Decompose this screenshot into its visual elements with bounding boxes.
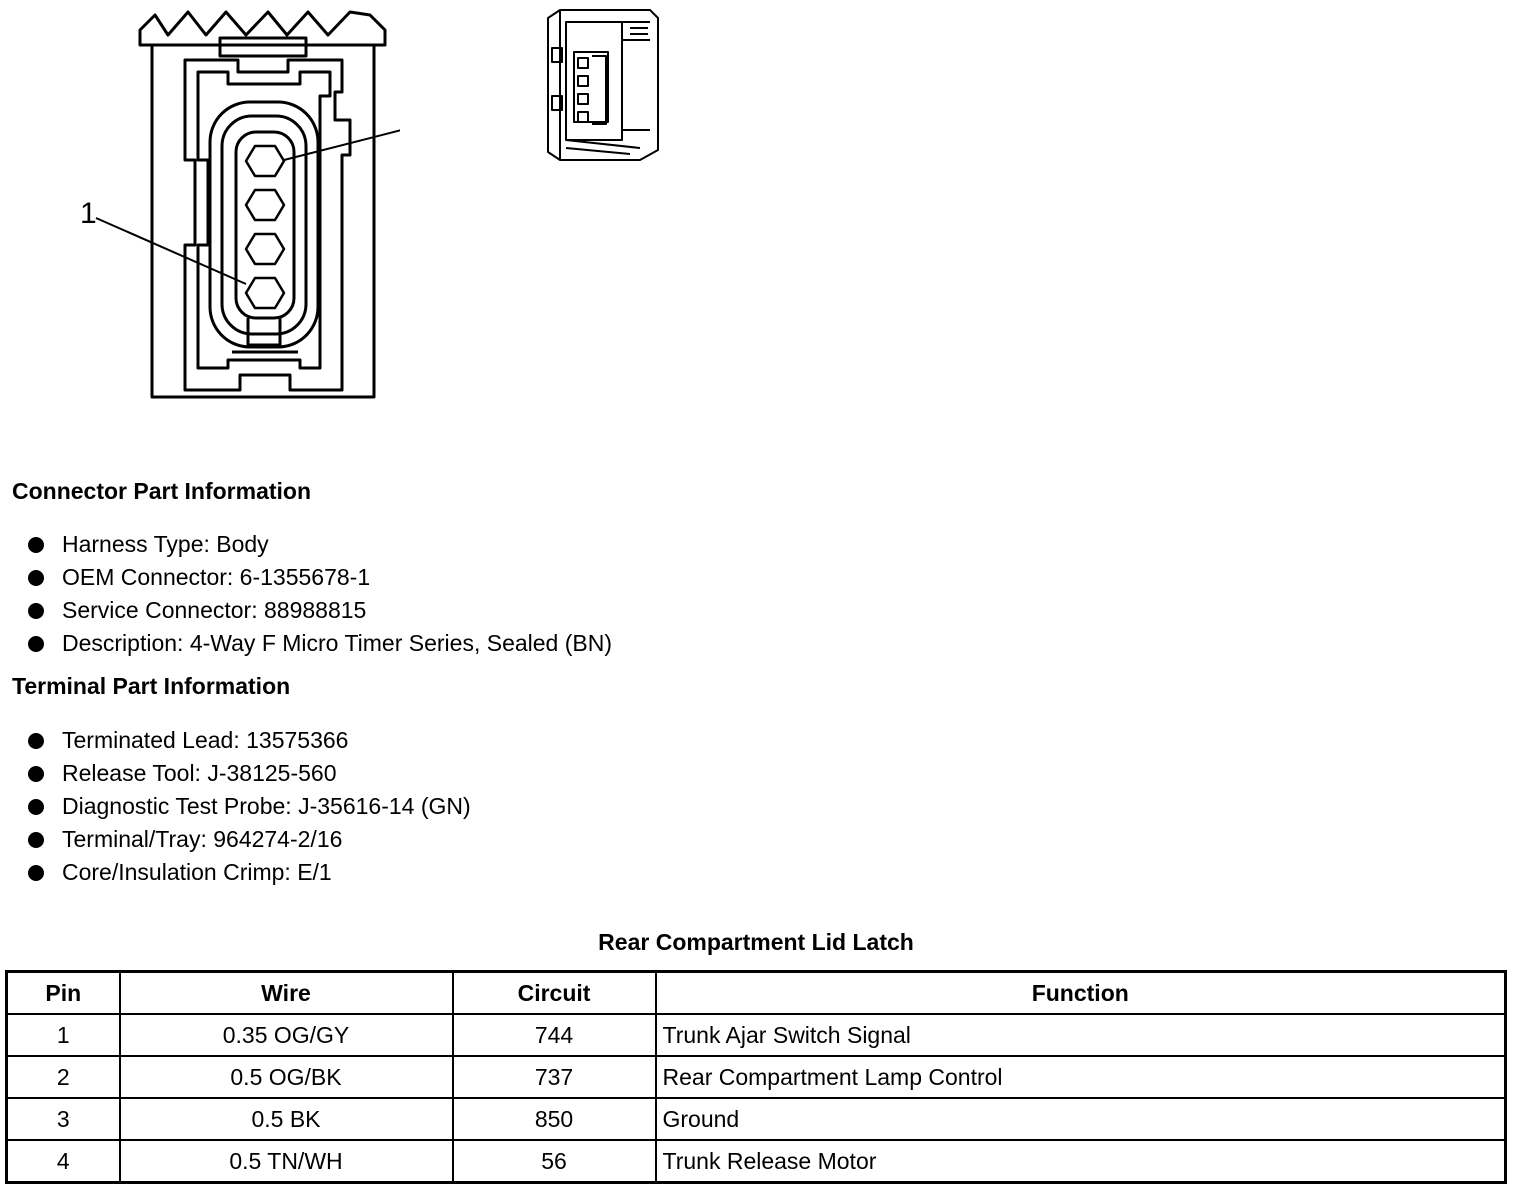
cavity-pin-3 <box>244 188 286 222</box>
terminal-cavities <box>244 144 286 310</box>
terminal-info-list: Terminated Lead: 13575366 Release Tool: … <box>28 724 471 889</box>
cell-circuit: 744 <box>451 1013 657 1057</box>
table-row: 1 0.35 OG/GY 744 Trunk Ajar Switch Signa… <box>5 1013 1507 1057</box>
cell-pin: 2 <box>5 1055 121 1099</box>
list-item: Harness Type: Body <box>28 528 612 561</box>
cell-pin: 3 <box>5 1097 121 1141</box>
list-item: Core/Insulation Crimp: E/1 <box>28 856 471 889</box>
header-circuit: Circuit <box>451 970 657 1015</box>
list-item: Release Tool: J-38125-560 <box>28 757 471 790</box>
cavity-pin-2 <box>244 232 286 266</box>
seal-inner <box>234 130 296 320</box>
list-item: Diagnostic Test Probe: J-35616-14 (GN) <box>28 790 471 823</box>
connector-info-list: Harness Type: Body OEM Connector: 6-1355… <box>28 528 612 660</box>
cell-circuit: 737 <box>451 1055 657 1099</box>
seal-middle <box>220 114 308 336</box>
cell-function: Ground <box>654 1097 1507 1141</box>
table-row: 2 0.5 OG/BK 737 Rear Compartment Lamp Co… <box>5 1055 1507 1099</box>
terminal-info-heading: Terminal Part Information <box>12 673 291 699</box>
header-function: Function <box>654 970 1507 1015</box>
cell-function: Trunk Ajar Switch Signal <box>654 1013 1507 1057</box>
callout-pin-1: 1 <box>80 197 97 230</box>
cell-wire: 0.5 TN/WH <box>118 1139 454 1184</box>
connector-inner-frame <box>183 58 352 392</box>
leader-line-pin-1 <box>95 217 247 285</box>
list-item: Description: 4-Way F Micro Timer Series,… <box>28 627 612 660</box>
list-item: Terminal/Tray: 964274-2/16 <box>28 823 471 856</box>
bullet-icon <box>28 635 44 652</box>
bullet-icon <box>28 798 44 815</box>
list-item: Service Connector: 88988815 <box>28 594 612 627</box>
connector-face-diagram: 4 1 <box>80 10 400 399</box>
cell-pin: 1 <box>5 1013 121 1057</box>
bullet-icon <box>28 732 44 749</box>
bullet-icon <box>28 831 44 848</box>
table-row: 3 0.5 BK 850 Ground <box>5 1097 1507 1141</box>
bullet-icon <box>28 765 44 782</box>
connector-isometric-icon <box>547 9 659 161</box>
header-wire: Wire <box>118 970 454 1015</box>
connector-info-heading: Connector Part Information <box>12 478 312 504</box>
cavity-pin-4 <box>244 144 286 178</box>
cavity-pin-1 <box>244 276 286 310</box>
table-title: Rear Compartment Lid Latch <box>598 929 914 955</box>
connector-latch-teeth <box>138 10 387 47</box>
cell-function: Rear Compartment Lamp Control <box>654 1055 1507 1099</box>
cell-function: Trunk Release Motor <box>654 1139 1507 1184</box>
bullet-icon <box>28 569 44 586</box>
header-pin: Pin <box>5 970 121 1015</box>
cell-circuit: 56 <box>451 1139 657 1184</box>
cell-wire: 0.5 OG/BK <box>118 1055 454 1099</box>
leader-line-pin-4 <box>283 129 400 161</box>
bullet-icon <box>28 536 44 553</box>
seal-outer <box>208 100 320 349</box>
pinout-table: Pin Wire Circuit Function 1 0.35 OG/GY 7… <box>5 970 1507 1184</box>
bullet-icon <box>28 602 44 619</box>
list-item: Terminated Lead: 13575366 <box>28 724 471 757</box>
cell-pin: 4 <box>5 1139 121 1184</box>
list-item: OEM Connector: 6-1355678-1 <box>28 561 612 594</box>
table-header-row: Pin Wire Circuit Function <box>5 970 1507 1015</box>
connector-lock-tab <box>218 36 308 58</box>
bullet-icon <box>28 864 44 881</box>
table-row: 4 0.5 TN/WH 56 Trunk Release Motor <box>5 1139 1507 1184</box>
cell-circuit: 850 <box>451 1097 657 1141</box>
connector-housing <box>150 43 376 399</box>
cell-wire: 0.5 BK <box>118 1097 454 1141</box>
cell-wire: 0.35 OG/GY <box>118 1013 454 1057</box>
